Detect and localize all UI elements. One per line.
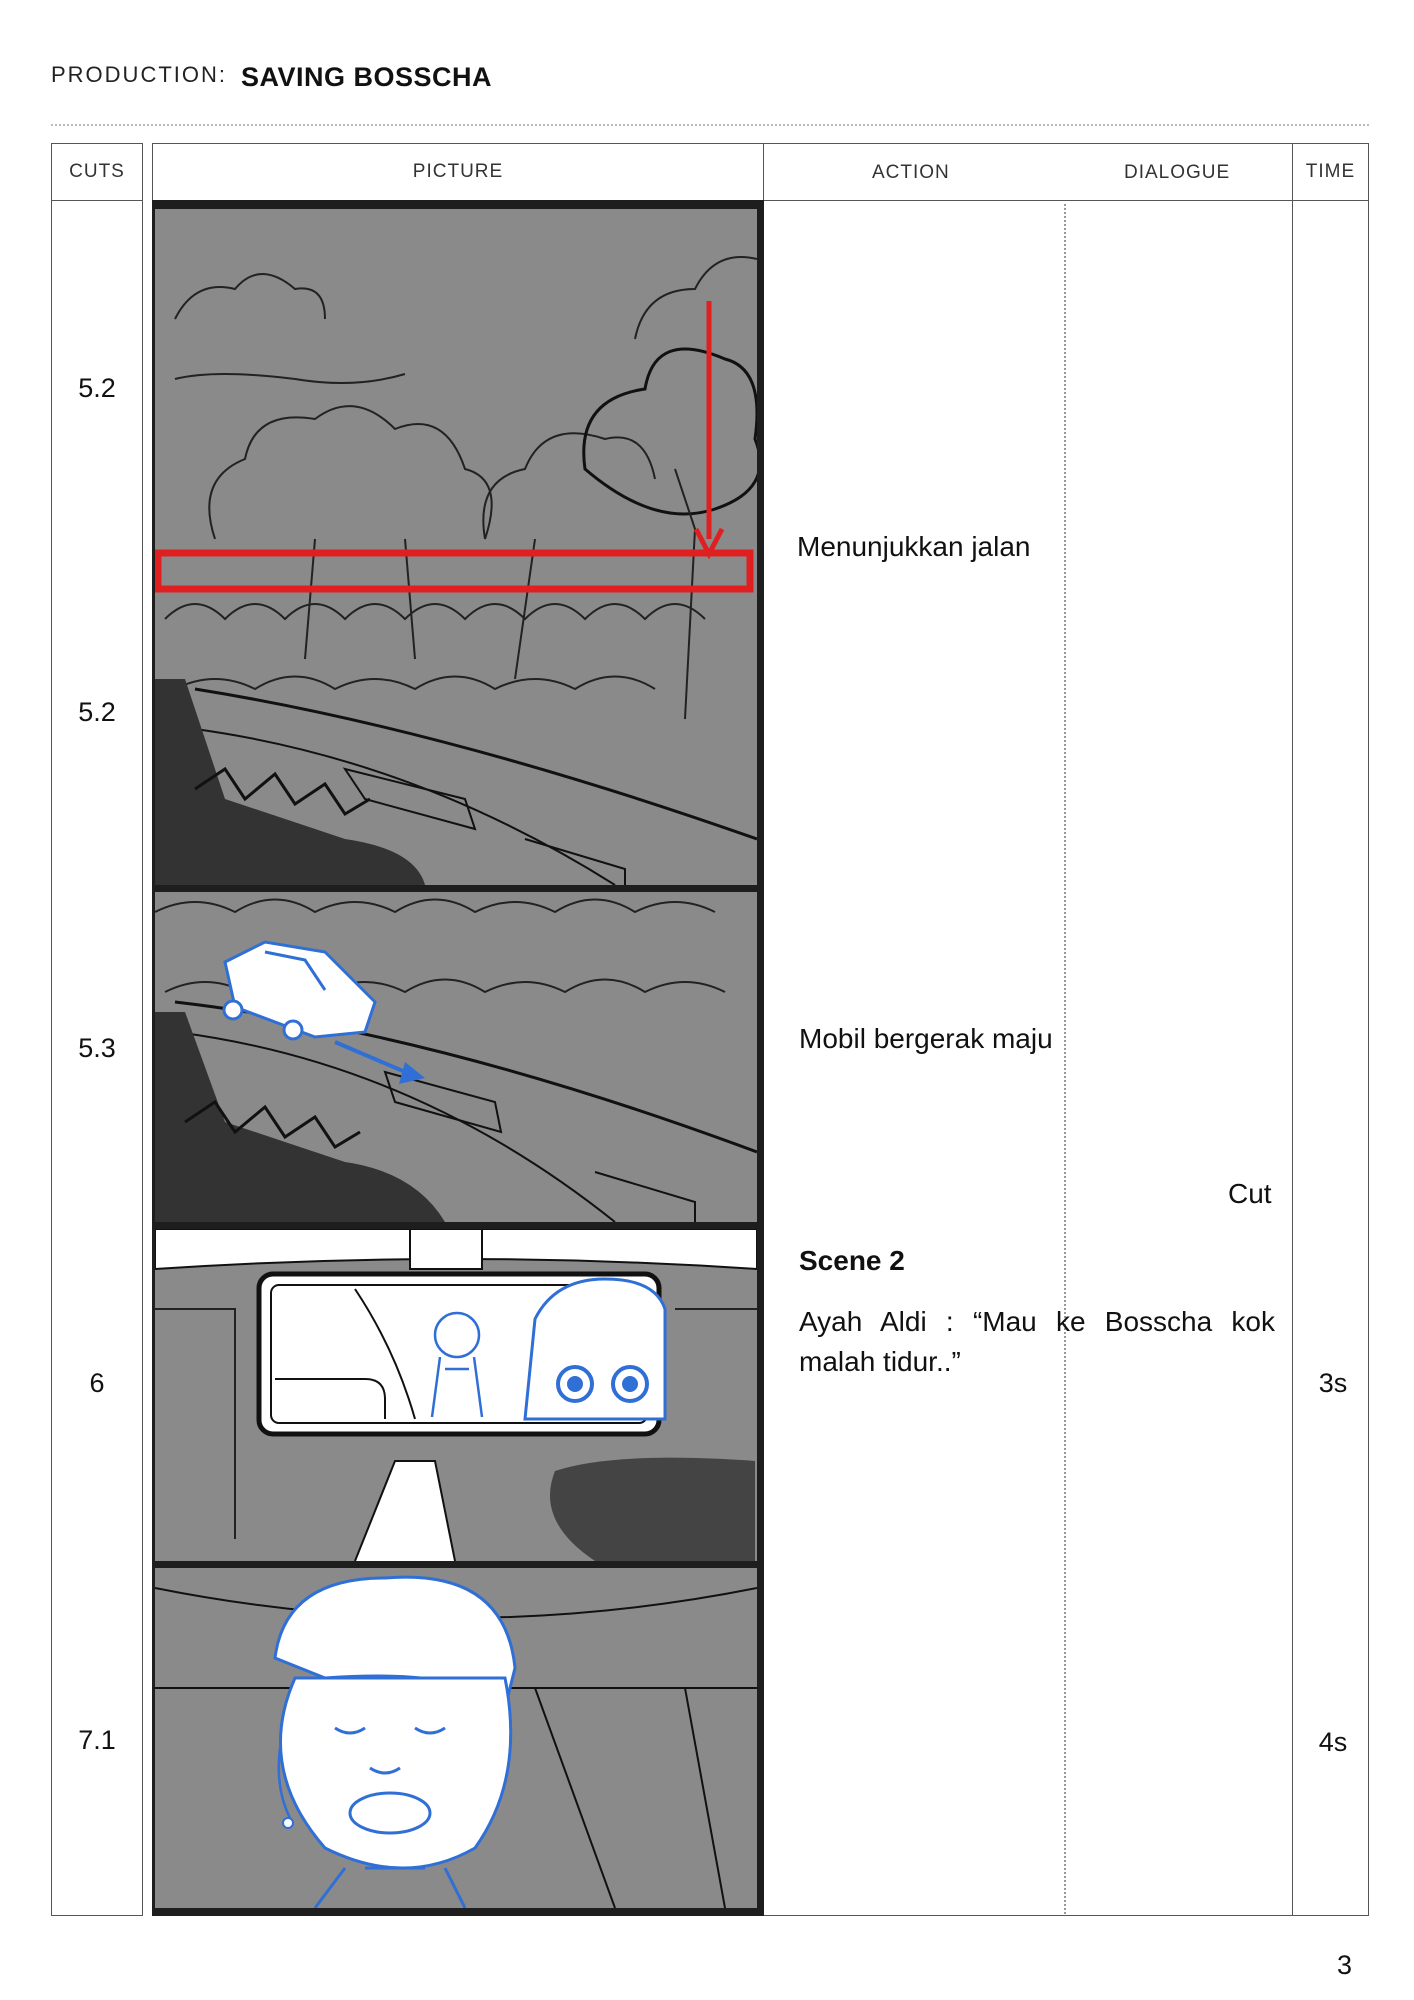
action-text-1: Menunjukkan jalan	[797, 531, 1031, 562]
picture-header: PICTURE	[152, 143, 764, 201]
time-value-1: 3s	[1318, 1368, 1348, 1398]
cut-number-3: 5.3	[78, 1033, 116, 1063]
down-arrow-icon	[693, 527, 725, 560]
cut-label: Cut	[1228, 1178, 1272, 1209]
cut-number-5: 7.1	[78, 1725, 116, 1755]
production-title: SAVING BOSSCHA	[241, 62, 493, 92]
page-number: 3	[1336, 1950, 1352, 1980]
action-dialogue-divider	[1064, 204, 1066, 1914]
dialogue-text: Ayah Aldi : “Mau ke Bosscha kok malah ti…	[799, 1306, 1275, 1377]
header-divider	[51, 124, 1369, 126]
car-icon	[222, 940, 377, 1041]
production-label: PRODUCTION:	[51, 62, 227, 87]
motion-arrow-icon	[399, 1062, 425, 1084]
action-dialogue-column	[763, 200, 1293, 1916]
cut-number-2: 5.2	[78, 697, 116, 727]
storyboard-panel-3	[155, 1229, 757, 1561]
forest-road-illustration	[155, 209, 757, 885]
cut-number-4: 6	[89, 1368, 105, 1398]
time-header: TIME	[1292, 143, 1369, 201]
rearview-mirror-illustration	[155, 1229, 757, 1561]
sleeping-boy-illustration	[155, 1568, 757, 1908]
time-value-2: 4s	[1318, 1727, 1348, 1757]
scene-title: Scene 2	[799, 1245, 905, 1276]
cuts-column	[51, 200, 143, 1916]
storyboard-panel-1	[155, 209, 757, 885]
highlight-box	[155, 549, 754, 593]
action-header: ACTION	[872, 162, 950, 183]
action-dialogue-header: ACTION DIALOGUE	[763, 143, 1293, 201]
cuts-header: CUTS	[51, 143, 143, 201]
storyboard-panel-2	[155, 892, 757, 1222]
action-text-2: Mobil bergerak maju	[799, 1023, 1053, 1054]
cut-number-1: 5.2	[78, 373, 116, 403]
dialogue-header: DIALOGUE	[1124, 162, 1231, 183]
car-moving-illustration	[155, 892, 757, 1222]
time-column	[1292, 200, 1369, 1916]
storyboard-panel-4	[155, 1568, 757, 1908]
